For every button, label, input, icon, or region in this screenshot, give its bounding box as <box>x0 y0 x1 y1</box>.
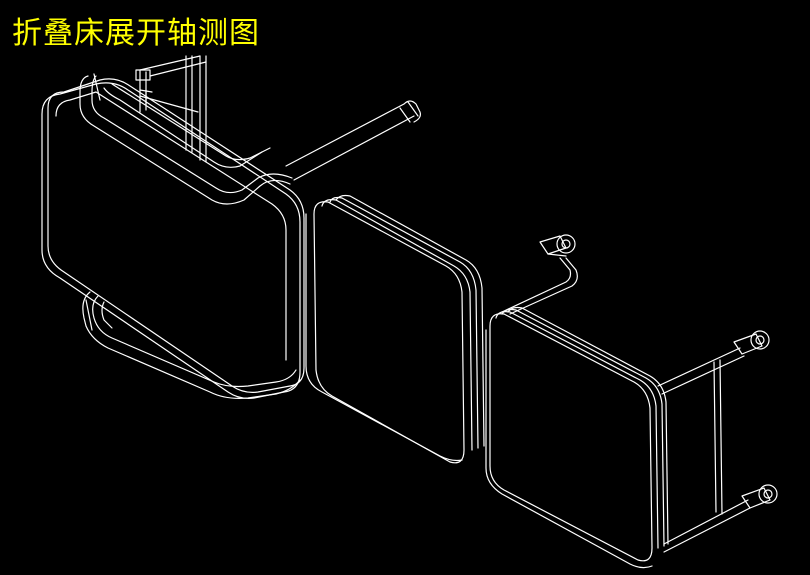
middle-section <box>305 194 485 464</box>
head-tube-upper <box>79 75 293 205</box>
foot-section <box>485 234 778 569</box>
foot-mattress <box>485 306 669 569</box>
head-extension-rod <box>285 100 421 181</box>
head-section <box>41 55 421 399</box>
caster-right-upper <box>733 330 770 355</box>
head-tube-lower <box>82 73 301 399</box>
drawing-title: 折叠床展开轴测图 <box>12 16 260 51</box>
caster-top <box>539 234 576 255</box>
caster-right-lower <box>741 484 778 509</box>
head-mattress <box>41 78 305 399</box>
foot-caster-frame <box>501 253 751 553</box>
head-support-frame <box>135 55 207 163</box>
